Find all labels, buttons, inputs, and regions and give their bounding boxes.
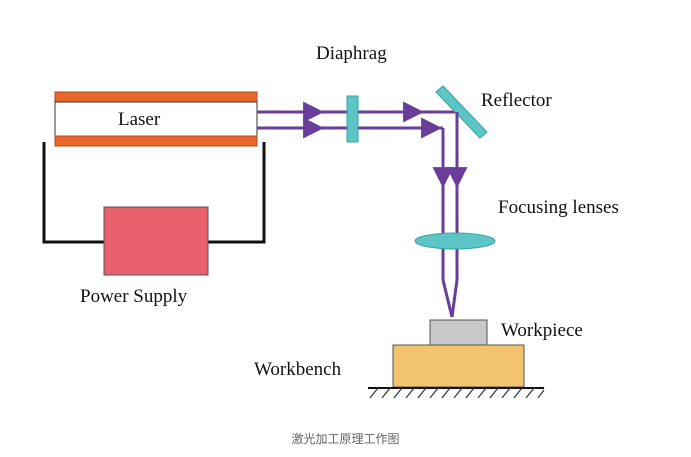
- ground-hatching: [369, 387, 545, 399]
- laser-tube-body: [54, 101, 258, 137]
- laser-label: Laser: [118, 109, 161, 130]
- laser-tube-bottom: [54, 135, 258, 147]
- focusing-lens: [414, 232, 496, 250]
- workpiece-label: Workpiece: [501, 320, 583, 341]
- workbench: [392, 344, 525, 388]
- reflector-label: Reflector: [481, 90, 552, 111]
- power-wire: [42, 142, 266, 244]
- diaphragm-label: Diaphrag: [316, 43, 387, 64]
- workpiece: [429, 319, 488, 346]
- beam-converge-left: [441, 279, 454, 318]
- workbench-label: Workbench: [254, 359, 342, 380]
- focusing-lenses-label: Focusing lenses: [498, 197, 619, 218]
- reflector-mirror: [435, 85, 488, 139]
- beam-converge-right: [450, 279, 459, 318]
- power-supply-box: [103, 206, 209, 276]
- figure-caption: 激光加工原理工作图: [291, 432, 400, 446]
- power-supply-label: Power Supply: [80, 286, 188, 307]
- laser-tube-top: [54, 91, 258, 103]
- diaphragm: [346, 95, 359, 143]
